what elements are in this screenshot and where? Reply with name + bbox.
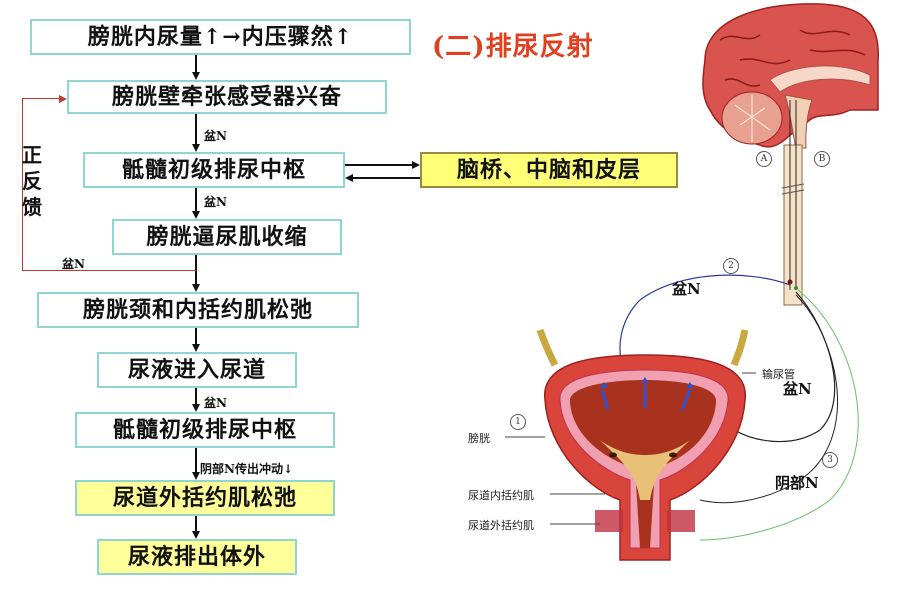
arrow-b6-b7 bbox=[195, 388, 197, 404]
edge-label-pelvic-n: 盆N bbox=[204, 396, 227, 410]
arrow-b3-b4 bbox=[195, 188, 197, 211]
bladder-icon bbox=[536, 328, 749, 561]
arrow-from-brain bbox=[353, 177, 420, 179]
positive-feedback-label: 正反馈 bbox=[22, 143, 42, 219]
edge-label-pudendal-n: 阴部N传出冲动↓ bbox=[200, 462, 294, 476]
box-label: 膀胱内尿量↑→内压骤然↑ bbox=[87, 24, 354, 50]
arrow-to-brain bbox=[345, 164, 412, 166]
box-label: 尿液进入尿道 bbox=[127, 357, 266, 383]
anatomy-illustration bbox=[505, 3, 879, 561]
pudendal-nerve bbox=[699, 289, 859, 541]
arrowhead-icon bbox=[412, 161, 420, 169]
circle-label-b: B bbox=[814, 151, 830, 167]
circle-label-2: 2 bbox=[723, 258, 739, 274]
box-label: 骶髓初级排尿中枢 bbox=[112, 417, 297, 443]
brain-icon bbox=[702, 3, 879, 149]
arrowhead-icon bbox=[192, 404, 200, 412]
label-ureter: 输尿管 bbox=[762, 368, 795, 381]
arrowhead-icon bbox=[192, 531, 200, 539]
arrow-b8-b9 bbox=[195, 516, 197, 531]
box-external-sphincter: 尿道外括约肌松弛 bbox=[75, 480, 335, 516]
label-bladder: 膀胱 bbox=[468, 432, 490, 445]
arrowhead-icon bbox=[345, 174, 353, 182]
box-urine-expelled: 尿液排出体外 bbox=[97, 539, 297, 575]
spinal-cord bbox=[783, 144, 803, 306]
label-pelvic-nerve-right: 盆N bbox=[783, 380, 812, 398]
label-pudendal-nerve: 阴部N bbox=[775, 474, 819, 492]
box-sacral-center-2: 骶髓初级排尿中枢 bbox=[75, 412, 335, 448]
arrow-b1-b2 bbox=[195, 55, 197, 72]
pelvic-nerve-afferent bbox=[619, 274, 791, 373]
arrowhead-icon bbox=[192, 344, 200, 352]
box-label: 尿道外括约肌松弛 bbox=[112, 485, 297, 511]
circle-label-1: 1 bbox=[510, 414, 526, 430]
box-label: 骶髓初级排尿中枢 bbox=[121, 157, 306, 183]
arrowhead-icon bbox=[192, 284, 200, 292]
edge-label-pelvic-n: 盆N bbox=[204, 195, 227, 209]
circle-label-3: 3 bbox=[822, 452, 838, 468]
arrowhead-icon bbox=[192, 472, 200, 480]
label-external-sphincter: 尿道外括约肌 bbox=[468, 519, 534, 532]
arrowhead-icon bbox=[192, 144, 200, 152]
arrow-b5-b6 bbox=[195, 328, 197, 344]
box-label: 尿液排出体外 bbox=[127, 544, 266, 570]
box-label: 膀胱颈和内括约肌松弛 bbox=[82, 297, 313, 323]
box-label: 膀胱逼尿肌收缩 bbox=[146, 224, 308, 250]
box-detrusor-contraction: 膀胱逼尿肌收缩 bbox=[112, 219, 342, 255]
box-sacral-center-1: 骶髓初级排尿中枢 bbox=[83, 152, 345, 188]
box-brain-centers: 脑桥、中脑和皮层 bbox=[420, 152, 678, 188]
feedback-line-left bbox=[22, 98, 23, 271]
arrowhead-icon bbox=[192, 211, 200, 219]
feedback-line-top bbox=[22, 98, 60, 99]
label-pelvic-nerve-top: 盆N bbox=[672, 280, 701, 298]
arrow-b7-b8 bbox=[195, 448, 197, 472]
label-internal-sphincter: 尿道内括约肌 bbox=[468, 489, 534, 502]
feedback-edge-label: 盆N bbox=[62, 257, 85, 271]
box-neck-internal-sphincter: 膀胱颈和内括约肌松弛 bbox=[37, 292, 359, 328]
arrow-b2-b3 bbox=[195, 114, 197, 144]
box-label: 膀胱壁牵张感受器兴奋 bbox=[111, 84, 342, 110]
box-bladder-volume-pressure: 膀胱内尿量↑→内压骤然↑ bbox=[30, 19, 411, 55]
circle-label-a: A bbox=[756, 151, 772, 167]
feedback-arrowhead-icon bbox=[59, 95, 67, 103]
box-urine-enters-urethra: 尿液进入尿道 bbox=[97, 352, 297, 388]
arrow-b4-b5 bbox=[195, 255, 197, 284]
slide-title: (二)排尿反射 bbox=[432, 32, 594, 62]
box-label: 脑桥、中脑和皮层 bbox=[456, 157, 641, 183]
edge-label-pelvic-n: 盆N bbox=[204, 129, 227, 143]
feedback-line-bottom bbox=[22, 270, 196, 271]
arrowhead-icon bbox=[192, 72, 200, 80]
box-stretch-receptors: 膀胱壁牵张感受器兴奋 bbox=[67, 80, 387, 114]
